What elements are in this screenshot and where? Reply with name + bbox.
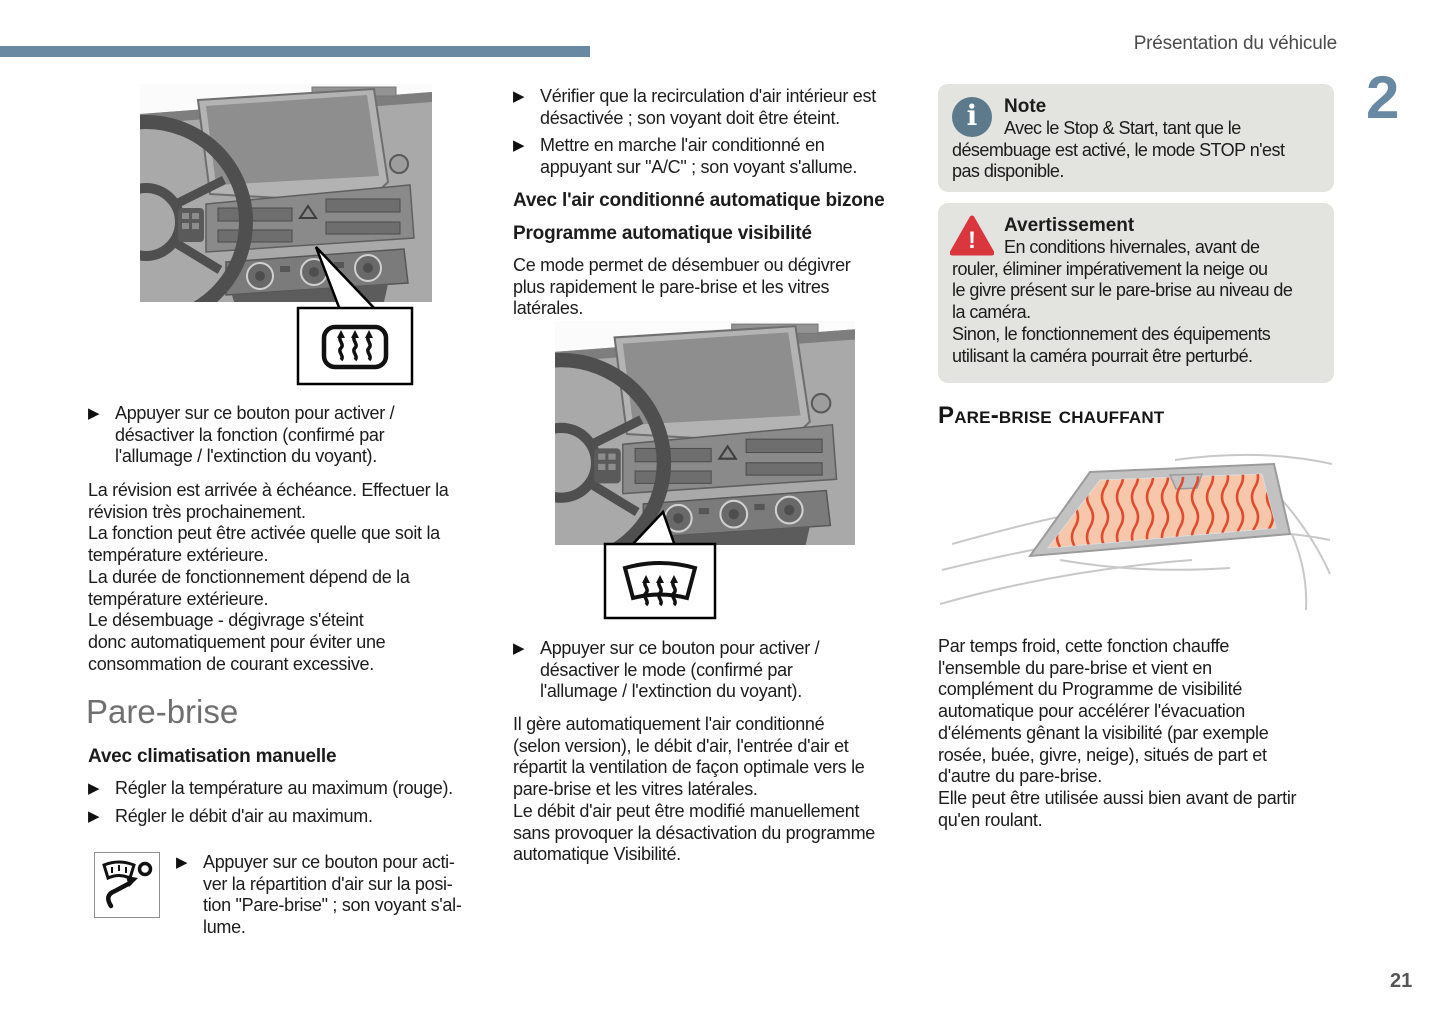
bullet-item: ▶ Vérifier que la recirculation d'air in… <box>513 86 923 129</box>
warning-box: ! Avertissement En conditions hivernales… <box>938 203 1334 383</box>
bullet-arrow-icon: ▶ <box>176 854 188 871</box>
bullet-text: Régler la température au maximum (rouge)… <box>115 778 453 798</box>
dashboard-illustration <box>140 84 432 322</box>
bullet-arrow-icon: ▶ <box>513 640 525 657</box>
chapter-number: 2 <box>1366 64 1400 131</box>
bullet-arrow-icon: ▶ <box>88 405 100 422</box>
note-box: i Note Avec le Stop & Start, tant que le… <box>938 84 1334 192</box>
bullet-arrow-icon: ▶ <box>88 808 100 825</box>
bullet-item: ▶ Régler la température au maximum (roug… <box>88 778 500 800</box>
note-text: Avec le Stop & Start, tant que le désemb… <box>952 118 1285 182</box>
subsection-title: Avec l'air conditionné automatique bizon… <box>513 190 885 211</box>
page-number: 21 <box>1390 970 1413 992</box>
bullet-text: Mettre en marche l'air conditionné en ap… <box>540 135 858 177</box>
page-header-title: Présentation du véhicule <box>1133 33 1337 54</box>
figure-dashboard-rear-defrost <box>140 84 432 386</box>
subsection-title: Programme automatique visibilité <box>513 223 812 244</box>
bullet-arrow-icon: ▶ <box>513 137 525 154</box>
bullet-arrow-icon: ▶ <box>88 780 100 797</box>
warning-exclamation-glyph: ! <box>968 227 976 254</box>
bullet-item: ▶ Appuyer sur ce bouton pour activer / d… <box>513 638 923 703</box>
bullet-item: ▶ Mettre en marche l'air conditionné en … <box>513 135 923 178</box>
subsection-title: Avec climatisation manuelle <box>88 746 337 767</box>
figure-heated-windscreen <box>940 442 1332 634</box>
bullet-item: ▶ Régler le débit d'air au maximum. <box>88 806 500 828</box>
bullet-text: Appuyer sur ce bouton pour acti- ver la … <box>203 852 462 938</box>
warning-triangle-icon: ! <box>950 215 994 256</box>
figure-dashboard-windscreen-defrost <box>555 318 855 620</box>
bullet-text: Appuyer sur ce bouton pour activer / dés… <box>540 638 820 702</box>
camera-housing <box>1168 473 1204 490</box>
paragraph: Par temps froid, cette fonction chauffe … <box>938 636 1297 830</box>
dashboard-illustration <box>555 321 855 566</box>
warning-title: Avertissement <box>1004 215 1135 236</box>
bullet-text: Régler le débit d'air au maximum. <box>115 806 373 826</box>
bullet-arrow-icon: ▶ <box>513 88 525 105</box>
button-icon-box <box>94 852 160 918</box>
chapter-color-bar <box>0 46 590 57</box>
paragraph: Il gère automatiquement l'air conditionn… <box>513 714 876 865</box>
info-icon: i <box>952 97 992 137</box>
windscreen-defrost-icon <box>622 561 698 607</box>
note-title: Note <box>1004 96 1047 117</box>
warning-text: En conditions hivernales, avant de roule… <box>952 237 1293 366</box>
paragraph: Ce mode permet de désembuer ou dégivrer … <box>513 255 851 319</box>
section-title-pare-brise-chauffant: Pare-brise chauffant <box>938 402 1165 429</box>
bullet-text: Vérifier que la recirculation d'air inté… <box>540 86 876 128</box>
section-title-pare-brise: Pare-brise <box>86 693 239 730</box>
bullet-item: ▶ Appuyer sur ce bouton pour acti- ver l… <box>176 852 486 939</box>
bullet-item: ▶ Appuyer sur ce bouton pour activer / d… <box>88 403 498 468</box>
paragraph: La révision est arrivée à échéance. Effe… <box>88 480 449 674</box>
air-distribution-windscreen-icon <box>102 860 153 909</box>
rear-window-defrost-icon <box>321 324 389 370</box>
bullet-text: Appuyer sur ce bouton pour activer / dés… <box>115 403 395 467</box>
